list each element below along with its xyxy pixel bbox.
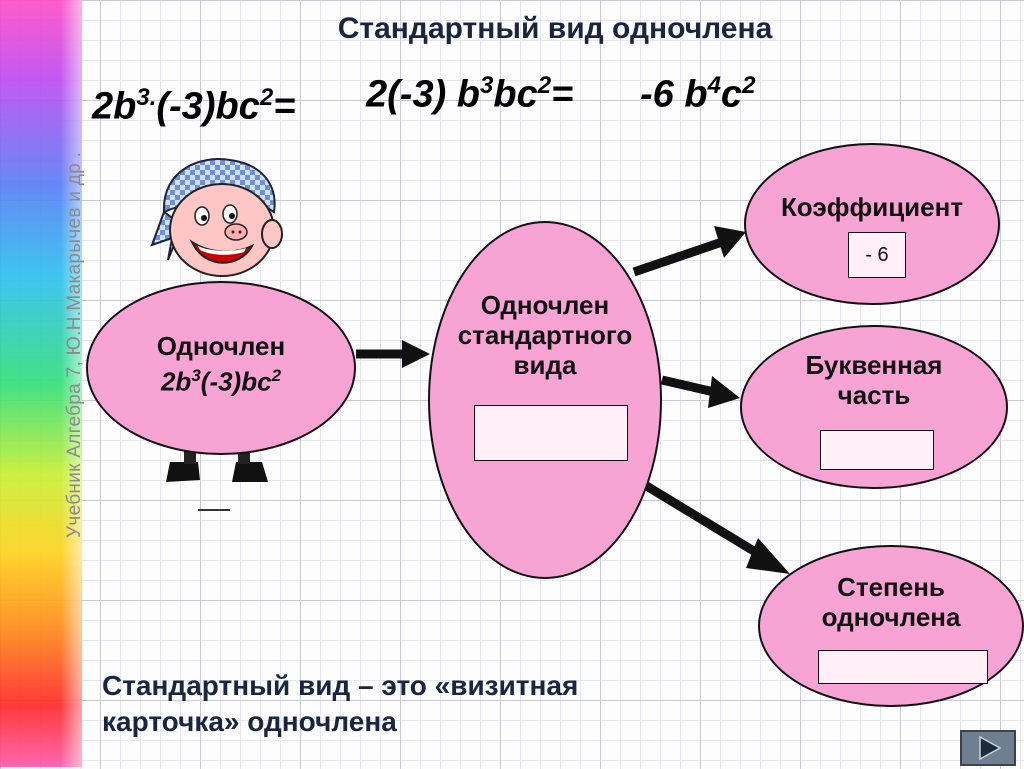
degree-label: Степень одночлена — [758, 572, 1024, 632]
standard-form-answer-box — [474, 405, 628, 461]
arrow-to-standard-form — [356, 340, 430, 368]
coefficient-label: Коэффициент — [744, 192, 1000, 222]
monomial-label: Одночлен 2b3(-3)bc2 — [86, 331, 356, 397]
letter-part-label: Буквенная часть — [740, 350, 1008, 410]
letter-part-answer-box — [820, 430, 934, 470]
degree-answer-box — [818, 650, 988, 684]
arrow-to-coefficient — [634, 226, 746, 272]
arrow-to-letter-part — [662, 376, 740, 408]
caption: Стандартный вид – это «визитная карточка… — [102, 668, 578, 740]
standard-form-ellipse — [428, 221, 662, 579]
coefficient-value-box: - 6 — [848, 232, 906, 278]
coefficient-ellipse — [744, 143, 1000, 305]
standard-form-label: Одночлен стандартного вида — [428, 290, 662, 380]
arrow-to-degree — [640, 482, 790, 574]
next-slide-button[interactable] — [960, 730, 1016, 766]
play-arrow-icon — [962, 732, 1014, 764]
